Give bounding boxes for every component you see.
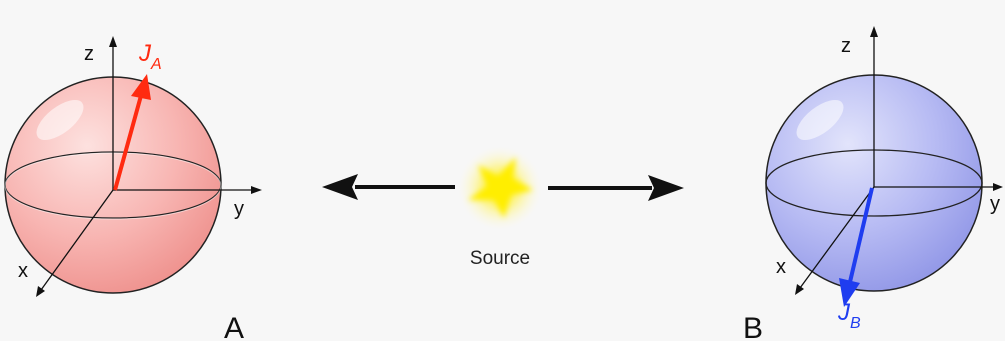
- vector-ja-label: JA: [138, 40, 162, 73]
- sphere-a-group: z y x JA A: [4, 36, 262, 341]
- vector-ja-subscript: A: [150, 56, 162, 73]
- vector-jb-arrowhead: [839, 278, 860, 307]
- panel-b-label: B: [743, 312, 763, 341]
- y-axis-a-arrowhead: [251, 186, 262, 194]
- sphere-b-group: z y x JB B: [743, 26, 1003, 341]
- z-axis-a-label: z: [84, 43, 94, 65]
- vector-jb-main: J: [837, 299, 851, 326]
- vector-ja-main: J: [138, 40, 152, 67]
- y-axis-b-label: y: [990, 193, 1000, 215]
- source-group: Source: [322, 146, 684, 269]
- x-axis-a: [40, 189, 114, 291]
- x-axis-a-label: x: [18, 260, 28, 282]
- vector-ja-shaft: [113, 91, 144, 191]
- z-axis-b-arrowhead: [870, 26, 878, 37]
- x-axis-a-arrowhead: [36, 286, 45, 297]
- z-axis-b-label: z: [841, 35, 851, 57]
- vector-jb-subscript: B: [850, 315, 861, 332]
- vector-ja-arrowhead: [131, 74, 151, 100]
- panel-a-label: A: [224, 312, 244, 341]
- x-axis-b: [799, 186, 875, 289]
- vector-jb-shaft: [848, 187, 874, 283]
- left-arrow-head: [322, 174, 358, 200]
- vector-jb-label: JB: [837, 299, 861, 332]
- z-axis-a-arrowhead: [109, 36, 117, 47]
- sphere-a-highlight: [36, 99, 84, 141]
- x-axis-b-label: x: [776, 256, 786, 278]
- sphere-b-highlight: [796, 99, 844, 141]
- right-arrow-head: [648, 175, 684, 201]
- source-label: Source: [470, 248, 530, 269]
- x-axis-b-arrowhead: [795, 284, 804, 295]
- y-axis-b-arrowhead: [993, 183, 1003, 191]
- source-star-icon: [468, 157, 533, 218]
- y-axis-a-label: y: [234, 198, 244, 220]
